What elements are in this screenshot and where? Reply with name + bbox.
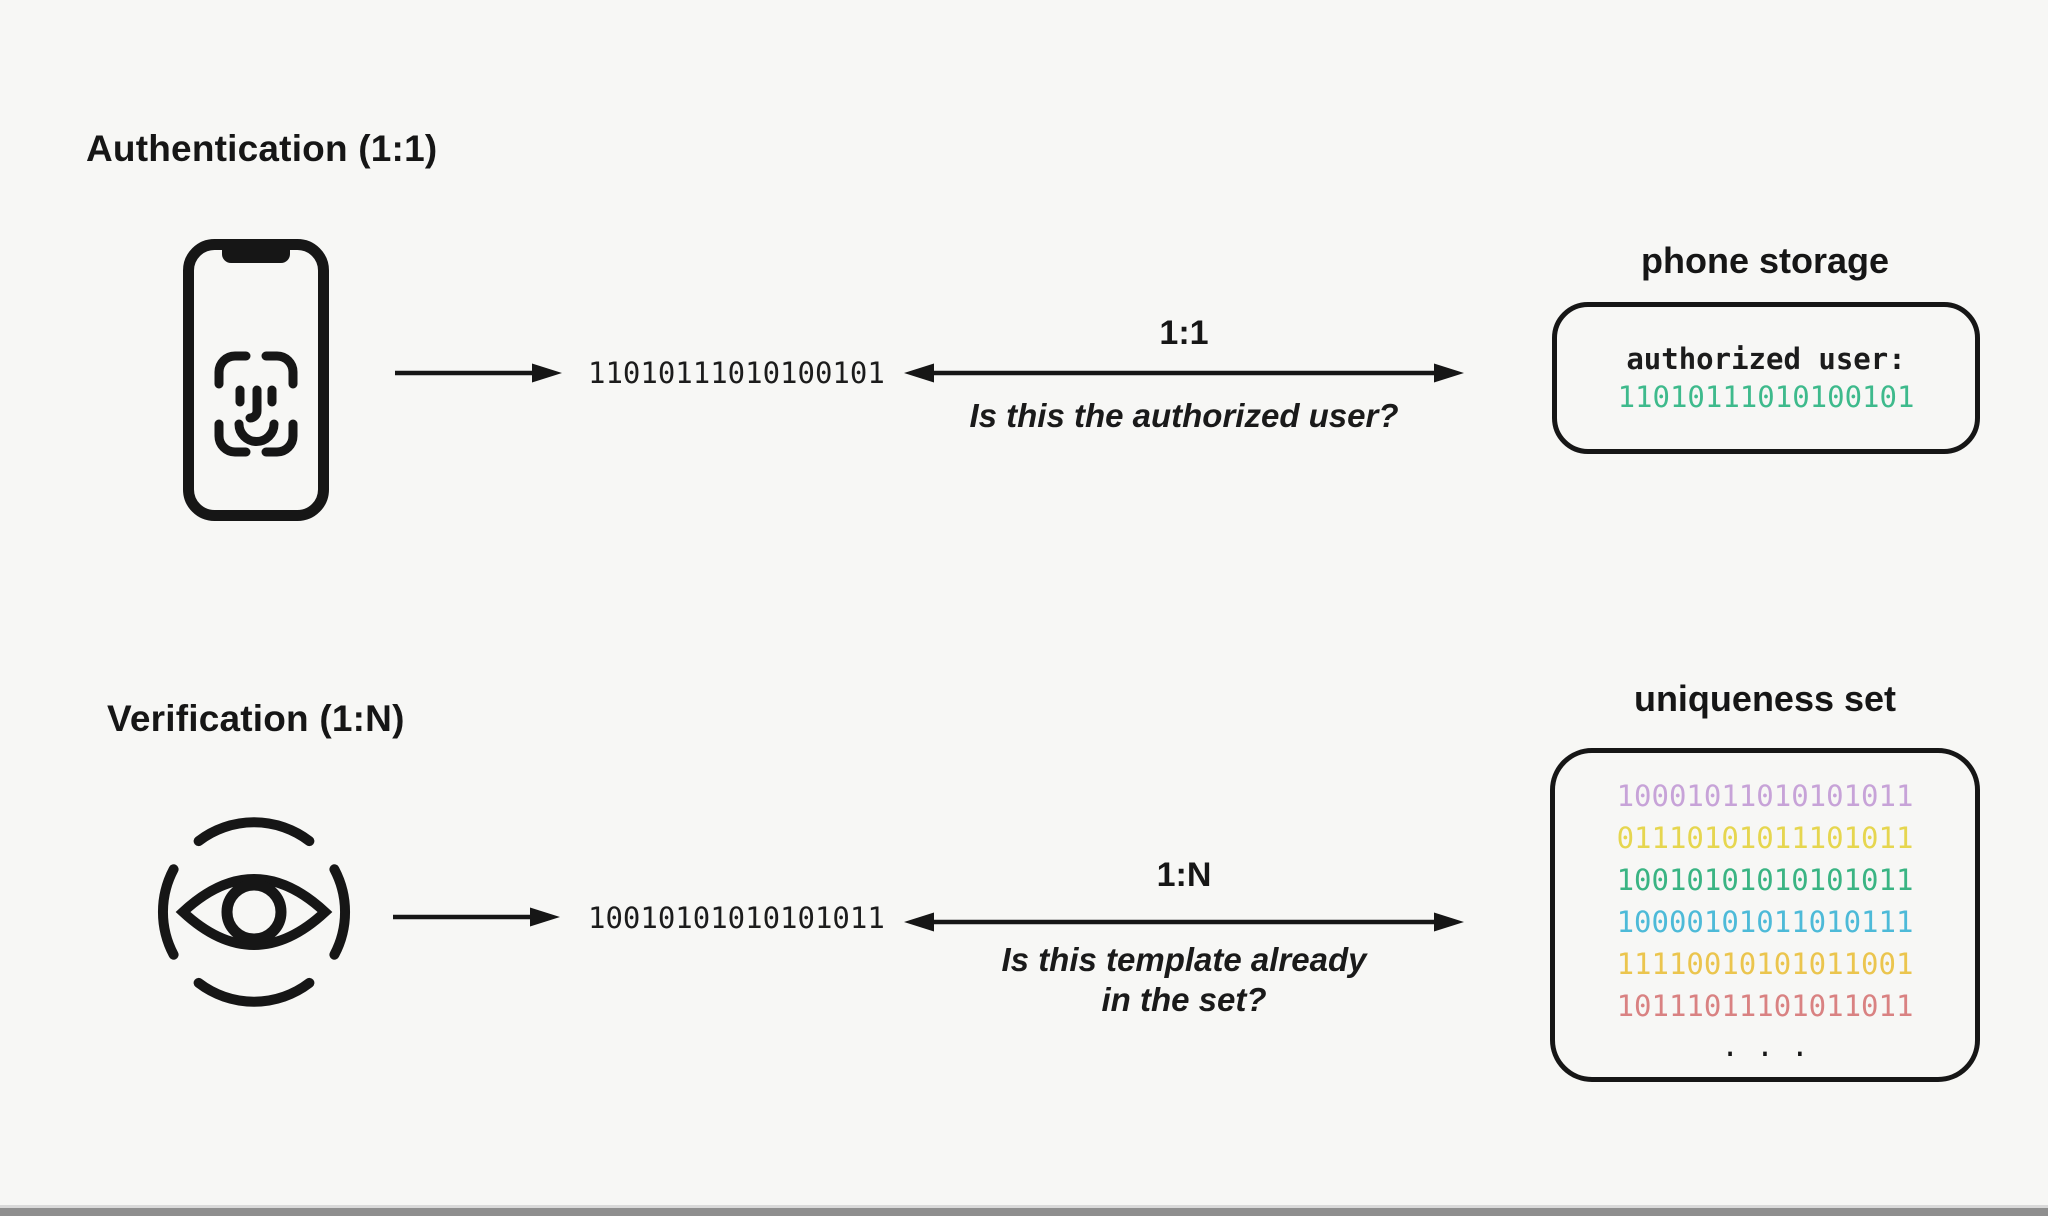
set-row: 10010101010101011 <box>1616 863 1914 897</box>
auth-ratio-label: 1:1 <box>1159 314 1209 352</box>
verification-title: Verification (1:N) <box>107 698 405 739</box>
uniqueness-set-title: uniqueness set <box>1633 678 1897 719</box>
eye-scan-icon <box>157 817 351 1007</box>
face-id-glyph <box>214 351 298 457</box>
authorized-user-label: authorized user: <box>1626 342 1906 376</box>
uniqueness-set-box: 10001011010101011 01110101011101011 1001… <box>1550 748 1980 1082</box>
arrow-phone-to-template-icon <box>395 363 562 383</box>
phone-storage-box: authorized user: 11010111010100101 <box>1552 302 1980 454</box>
bottom-bar <box>0 1205 2048 1216</box>
set-row: 10001011010101011 <box>1616 779 1914 813</box>
set-row: 01110101011101011 <box>1616 821 1914 855</box>
set-ellipsis: . . . <box>1721 1029 1809 1063</box>
arrow-eye-to-template-icon <box>393 907 560 927</box>
phone-notch <box>222 248 290 263</box>
set-row: 10000101011010111 <box>1616 905 1914 939</box>
auth-probe-template: 11010111010100101 <box>588 356 885 390</box>
phone-storage-title: phone storage <box>1640 240 1890 281</box>
double-arrow-compare-icon <box>904 363 1464 383</box>
double-arrow-search-icon <box>904 912 1464 932</box>
verif-probe-template: 10010101010101011 <box>588 901 885 935</box>
set-row: 10111011101011011 <box>1616 989 1914 1023</box>
verif-ratio-label: 1:N <box>1156 856 1212 894</box>
auth-question: Is this the authorized user? <box>969 397 1399 434</box>
verif-question-line1: Is this template already <box>1001 941 1367 978</box>
verif-question-line2: in the set? <box>1101 981 1267 1018</box>
set-row: 11110010101011001 <box>1616 947 1914 981</box>
authorized-user-template: 11010111010100101 <box>1617 380 1915 414</box>
authentication-title: Authentication (1:1) <box>86 128 438 169</box>
verif-question: Is this template already in the set? <box>884 940 1484 1020</box>
phone-faceid-icon <box>183 239 329 521</box>
